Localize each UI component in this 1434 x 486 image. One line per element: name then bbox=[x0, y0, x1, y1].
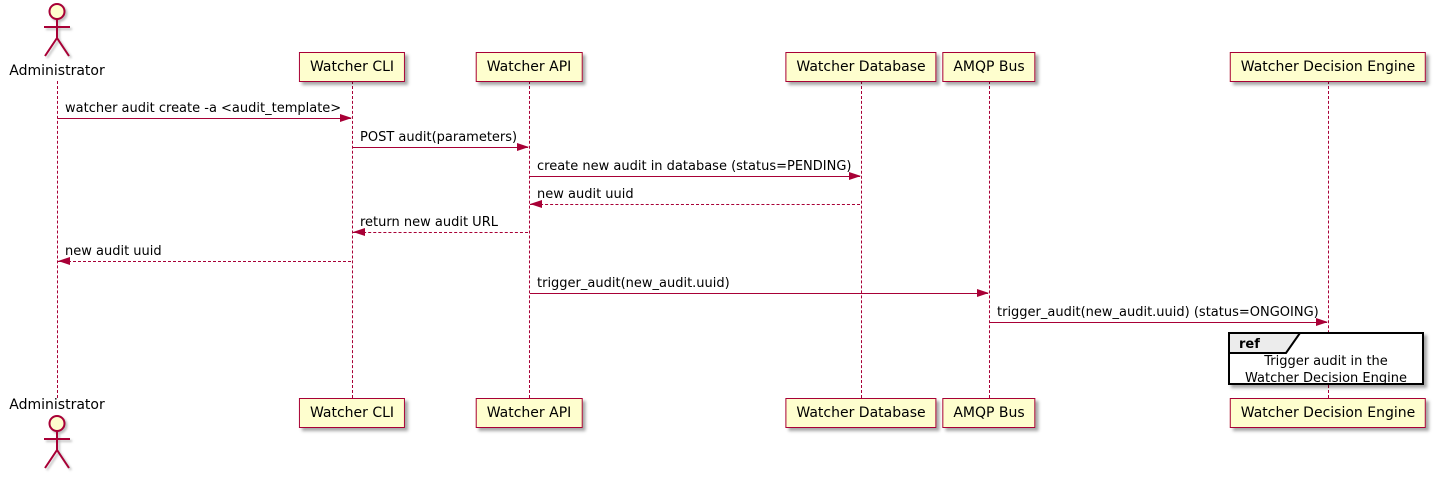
message-label-3: new audit uuid bbox=[537, 187, 634, 202]
ref-tab: ref bbox=[1228, 332, 1302, 354]
message-label-6: trigger_audit(new_audit.uuid) bbox=[537, 276, 730, 291]
participant-watcher-cli-top: Watcher CLI bbox=[298, 52, 406, 82]
participant-watcher-api-bottom: Watcher API bbox=[475, 398, 583, 428]
lifeline-watcher-decision-engine bbox=[1328, 81, 1329, 398]
message-label-5: new audit uuid bbox=[65, 244, 162, 259]
participant-watcher-decision-engine-bottom: Watcher Decision Engine bbox=[1229, 398, 1427, 428]
message-line-0 bbox=[58, 118, 351, 119]
message-line-6 bbox=[530, 293, 988, 294]
message-arrowhead-5 bbox=[58, 257, 70, 265]
lifeline-amqp-bus bbox=[989, 81, 990, 398]
message-label-4: return new audit URL bbox=[360, 215, 498, 230]
participant-amqp-bus-bottom: AMQP Bus bbox=[942, 398, 1036, 428]
message-line-7 bbox=[990, 322, 1327, 323]
lifeline-watcher-api bbox=[529, 81, 530, 398]
lifeline-administrator bbox=[57, 81, 58, 398]
message-line-3 bbox=[530, 204, 860, 205]
participant-watcher-database-bottom: Watcher Database bbox=[785, 398, 937, 428]
message-arrowhead-1 bbox=[517, 143, 529, 151]
participant-amqp-bus-top: AMQP Bus bbox=[942, 52, 1036, 82]
message-arrowhead-0 bbox=[340, 114, 352, 122]
participant-watcher-decision-engine-top: Watcher Decision Engine bbox=[1229, 52, 1427, 82]
message-arrowhead-4 bbox=[353, 228, 365, 236]
ref-text-line-0: Trigger audit in the bbox=[1264, 354, 1388, 369]
participant-watcher-cli-bottom: Watcher CLI bbox=[298, 398, 406, 428]
participant-watcher-api-top: Watcher API bbox=[475, 52, 583, 82]
participant-watcher-database-top: Watcher Database bbox=[785, 52, 937, 82]
actor-figure-bottom bbox=[39, 414, 75, 472]
message-line-4 bbox=[353, 232, 528, 233]
actor-label-top: Administrator bbox=[9, 63, 105, 79]
message-line-5 bbox=[58, 261, 351, 262]
message-label-0: watcher audit create -a <audit_template> bbox=[65, 101, 342, 116]
message-label-1: POST audit(parameters) bbox=[360, 130, 518, 145]
message-arrowhead-7 bbox=[1316, 318, 1328, 326]
message-arrowhead-3 bbox=[530, 200, 542, 208]
message-line-2 bbox=[530, 176, 860, 177]
actor-figure-top bbox=[39, 2, 75, 60]
lifeline-watcher-database bbox=[861, 81, 862, 398]
ref-text-line-1: Watcher Decision Engine bbox=[1245, 371, 1407, 386]
actor-stick-figure-icon bbox=[44, 415, 70, 469]
message-label-7: trigger_audit(new_audit.uuid) (status=ON… bbox=[997, 305, 1319, 320]
message-label-2: create new audit in database (status=PEN… bbox=[537, 159, 852, 174]
message-arrowhead-6 bbox=[977, 289, 989, 297]
message-line-1 bbox=[353, 147, 528, 148]
actor-stick-figure-icon bbox=[44, 3, 70, 57]
message-arrowhead-2 bbox=[849, 172, 861, 180]
lifeline-watcher-cli bbox=[352, 81, 353, 398]
ref-tab-label: ref bbox=[1239, 337, 1260, 352]
actor-label-bottom: Administrator bbox=[9, 397, 105, 413]
